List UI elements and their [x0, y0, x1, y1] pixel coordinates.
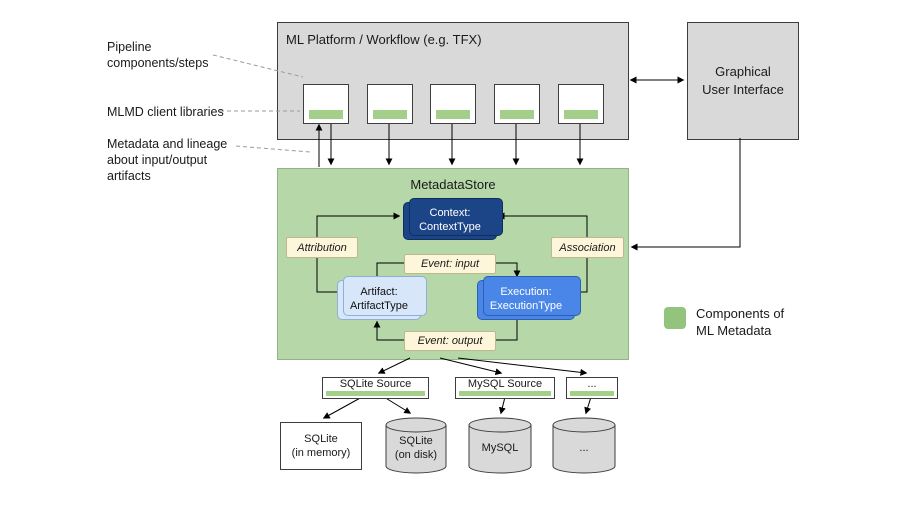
pipeline-component-1 — [303, 84, 349, 124]
sqlite-source-label: SQLite Source — [339, 378, 412, 390]
cylinder-shape — [552, 417, 616, 474]
source-green-strip — [459, 391, 551, 396]
pipeline-component-3 — [430, 84, 476, 124]
artifact-node: Artifact: ArtifactType — [337, 276, 427, 320]
source-green-strip — [570, 391, 614, 396]
client-library-strip — [500, 110, 534, 119]
pointer-metadata-lineage — [235, 145, 311, 153]
mysql-source-box: MySQL Source — [455, 377, 555, 399]
client-library-strip — [373, 110, 407, 119]
legend-label: Components of ML Metadata — [696, 306, 785, 338]
sqlite-memory-db: SQLite (in memory) — [280, 422, 362, 470]
pipeline-components-label: Pipeline components/steps — [107, 40, 209, 70]
event-output-node: Event: output — [404, 331, 496, 351]
mysql-db-label: MySQL — [481, 442, 519, 455]
mysql-source-label: MySQL Source — [467, 378, 543, 390]
arrow-dots-source-to-dots — [584, 396, 592, 415]
arrow-store-to-dots-source — [457, 357, 588, 376]
client-library-strip — [309, 110, 343, 119]
pipeline-component-5 — [558, 84, 604, 124]
pipeline-component-4 — [494, 84, 540, 124]
cylinder-shape — [468, 417, 532, 474]
execution-node: Execution: ExecutionType — [477, 276, 581, 320]
dots-source-box: ... — [566, 377, 618, 399]
arrow-store-to-sqlite-source — [377, 357, 411, 374]
client-library-strip — [436, 110, 470, 119]
arrow-sqlite-source-to-memory — [322, 396, 363, 419]
attribution-node: Attribution — [286, 237, 358, 258]
arrow-store-to-mysql-source — [439, 357, 503, 376]
arrow-mysql-source-to-mysql — [498, 396, 506, 415]
metadata-lineage-label: Metadata and lineage about input/output … — [107, 137, 228, 183]
context-node: Context: ContextType — [403, 198, 503, 240]
legend-green-swatch — [664, 307, 686, 329]
mlmd-client-libraries-label: MLMD client libraries — [107, 105, 224, 119]
pipeline-component-2 — [367, 84, 413, 124]
dots-db-label: ... — [579, 442, 589, 455]
gui-box: Graphical User Interface — [687, 22, 799, 140]
gui-title: Graphical User Interface — [702, 64, 784, 97]
dots-db: ... — [552, 417, 616, 474]
client-library-strip — [564, 110, 598, 119]
metadata-store-title: MetadataStore — [410, 177, 496, 192]
source-green-strip — [326, 391, 425, 396]
ml-platform-title: ML Platform / Workflow (e.g. TFX) — [286, 32, 482, 47]
arrow-sqlite-source-to-disk — [383, 396, 412, 414]
association-node: Association — [551, 237, 624, 258]
sqlite-disk-db: SQLite (on disk) — [385, 417, 447, 474]
mysql-db: MySQL — [468, 417, 532, 474]
dots-source-label: ... — [587, 378, 597, 390]
cylinder-shape — [385, 417, 447, 474]
sqlite-disk-label: SQLite (on disk) — [394, 435, 438, 461]
event-input-node: Event: input — [404, 254, 496, 274]
sqlite-source-box: SQLite Source — [322, 377, 429, 399]
arrow-gui-to-association — [630, 138, 741, 251]
